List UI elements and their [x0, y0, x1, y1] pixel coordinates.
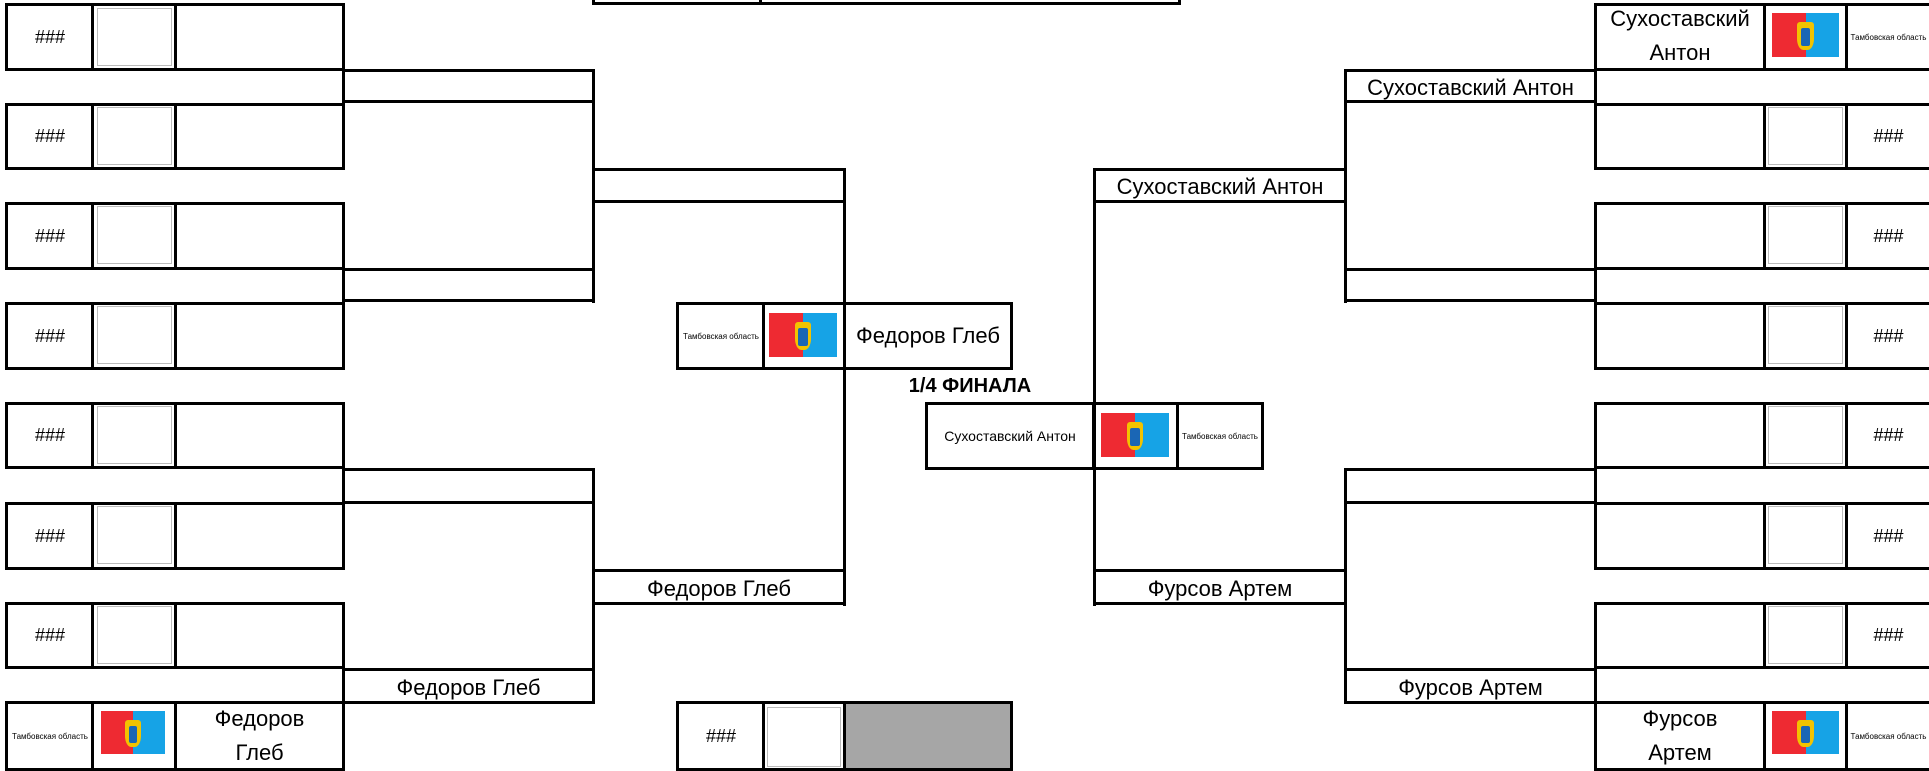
left-slot-1-seed: ###: [34, 26, 66, 47]
right-r2-top-name: Сухоставский Антон: [1367, 74, 1574, 100]
left-slot-3-seed: ###: [34, 225, 66, 246]
right-slot-1-name-line2: Антон: [1649, 40, 1711, 65]
right-slot-5: [1594, 402, 1929, 469]
right-slot-3: [1594, 202, 1929, 270]
tambov-flag-icon: [769, 313, 837, 357]
left-slot-4-flag-frame: [97, 306, 172, 364]
top-partial-divider: [759, 0, 762, 5]
right-r2-match-4: [1344, 668, 1597, 704]
right-slot-6-seed: ###: [1873, 525, 1904, 546]
bottom-center-grey-cell: [846, 704, 1010, 768]
left-slot-2-flag-frame: [97, 107, 172, 165]
right-slot-4-seed: ###: [1873, 325, 1904, 346]
center-winner-name: Сухоставский Антон: [944, 428, 1076, 444]
left-slot-1-flag-frame: [97, 8, 172, 66]
left-slot-8-name-line1: Федоров: [214, 706, 305, 731]
right-slot-4: [1594, 302, 1929, 370]
left-r2-match-2: [342, 268, 595, 302]
left-r2-match-4: [342, 668, 595, 704]
right-slot-8-name-line1: Фурсов: [1642, 706, 1718, 731]
left-slot-5-seed: ###: [34, 425, 66, 445]
right-slot-1-name-line1: Сухоставский: [1610, 6, 1750, 31]
left-semi-name: Федоров Глеб: [856, 323, 1000, 348]
right-slot-7: [1594, 602, 1929, 669]
left-r3-match-1: [592, 168, 846, 203]
right-slot-8: [1594, 701, 1929, 771]
left-slot-3-flag-frame: [97, 206, 172, 264]
bottom-center-flag-frame: [767, 707, 841, 767]
left-r2-match-1: [342, 69, 595, 103]
right-slot-5-seed: ###: [1873, 425, 1904, 445]
right-slot-7-flag-frame: [1768, 606, 1843, 664]
stage-label: 1/4 ФИНАЛА: [908, 374, 1032, 397]
left-slot-4-seed: ###: [34, 325, 66, 346]
right-r2-bottom-name: Фурсов Артем: [1398, 674, 1543, 700]
left-slot-5-flag-frame: [97, 406, 172, 464]
right-r3-match-1: [1093, 168, 1347, 203]
left-slot-7-seed: ###: [34, 625, 66, 645]
left-r3-match-2: [592, 569, 846, 605]
right-slot-3-flag-frame: [1768, 206, 1843, 264]
tambov-flag-icon: [1101, 413, 1169, 457]
right-slot-2-flag-frame: [1768, 107, 1843, 165]
left-slot-8-name-line2: Глеб: [235, 740, 284, 765]
left-r3-bottom-name: Федоров Глеб: [647, 575, 791, 601]
left-slot-6-seed: ###: [34, 525, 66, 546]
left-slot-8-region: Тамбовская область: [12, 731, 88, 741]
tambov-flag-icon: [1772, 711, 1839, 754]
right-r2-match-2: [1344, 268, 1597, 302]
tambov-flag-icon: [101, 711, 165, 754]
left-slot-2-seed: ###: [34, 126, 66, 146]
right-slot-7-seed: ###: [1873, 625, 1904, 645]
right-slot-8-name-line2: Артем: [1648, 740, 1712, 765]
right-slot-6-flag-frame: [1768, 506, 1843, 564]
right-slot-2: [1594, 103, 1929, 170]
left-r2-bottom-name: Федоров Глеб: [396, 674, 541, 700]
right-slot-5-flag-frame: [1768, 406, 1843, 464]
center-winner-region: Тамбовская область: [1182, 431, 1258, 441]
top-partial-box: [592, 0, 1181, 5]
right-r3-bottom-name: Фурсов Артем: [1147, 575, 1293, 601]
right-r3-top-name: Сухоставский Антон: [1116, 174, 1324, 199]
bottom-center-seed: ###: [705, 725, 737, 746]
right-slot-4-flag-frame: [1768, 306, 1843, 364]
right-slot-1: [1594, 3, 1929, 71]
left-semi-region: Тамбовская область: [683, 331, 759, 341]
left-slot-7-flag-frame: [97, 606, 172, 664]
right-r2-match-3: [1344, 468, 1597, 504]
right-slot-8-region: Тамбовская область: [1850, 731, 1927, 741]
right-slot-6: [1594, 502, 1929, 570]
right-r2-match-1: [1344, 69, 1597, 103]
right-slot-3-seed: ###: [1873, 225, 1904, 246]
right-slot-2-seed: ###: [1873, 126, 1904, 146]
right-slot-1-region: Тамбовская область: [1850, 32, 1927, 42]
left-slot-6-flag-frame: [97, 506, 172, 564]
tambov-flag-icon: [1772, 13, 1839, 57]
left-r2-match-3: [342, 468, 595, 504]
